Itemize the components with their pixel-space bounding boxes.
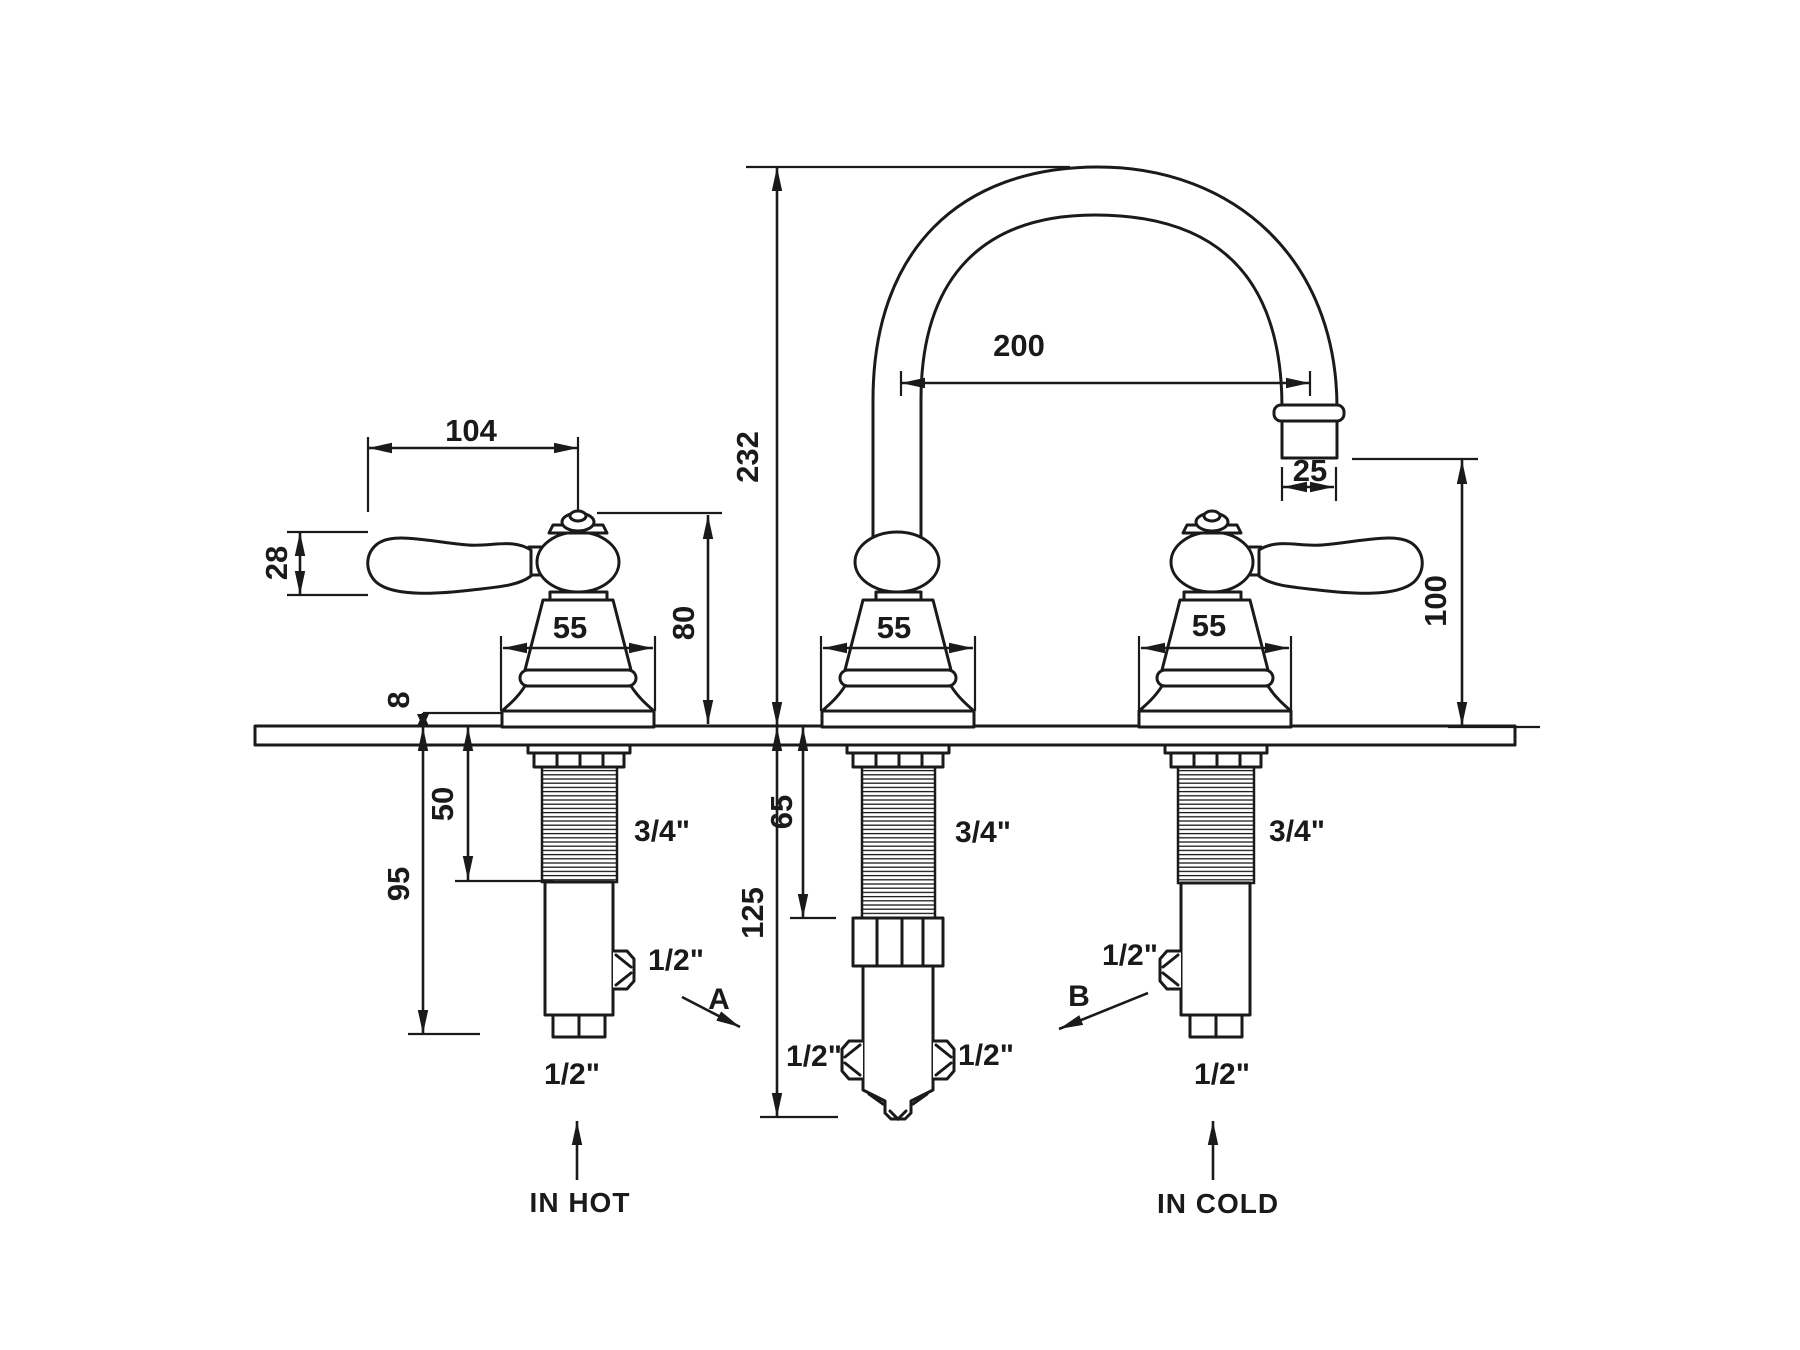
dim-25-extensions — [1280, 467, 1338, 501]
hot-side-port — [613, 949, 636, 991]
dimension-lines — [287, 165, 1540, 1180]
cold-lever — [1257, 536, 1424, 595]
cold-shank-size-label: 3/4" — [1269, 815, 1325, 848]
hot-base-plate — [500, 709, 656, 729]
dim-80-label: 80 — [666, 606, 701, 640]
hot-shank-size-label: 3/4" — [634, 815, 690, 848]
spout-right-port-chamfer — [934, 1043, 953, 1077]
dim-104-label: 104 — [445, 413, 497, 448]
cold-ball-joint — [1169, 530, 1255, 594]
spout-left-port-size-label: 1/2" — [786, 1040, 842, 1073]
dim-28-label: 28 — [259, 546, 294, 580]
hot-threaded-shank — [540, 765, 619, 884]
hot-ball-joint — [535, 530, 621, 594]
cold-side-port — [1158, 949, 1181, 991]
spout-escutcheon-bead — [838, 668, 958, 688]
hot-handle — [366, 509, 656, 729]
dim-55-cold-label: 55 — [1192, 608, 1226, 643]
dim-8-arrow-down — [417, 714, 429, 727]
dim-95-label: 95 — [381, 867, 416, 901]
dim-100-label: 100 — [1418, 575, 1453, 627]
leader-a-arrow — [681, 995, 741, 1029]
spout-aerator-ring — [1272, 403, 1346, 423]
spout-base-plate — [820, 709, 976, 729]
cold-escutcheon-bead — [1155, 668, 1275, 688]
dim-65-label: 65 — [764, 795, 799, 829]
cold-valve-underbody — [1158, 743, 1269, 1039]
dim-8-label: 8 — [381, 691, 416, 708]
cold-base-plate — [1137, 709, 1293, 729]
hot-lever — [366, 536, 533, 595]
hot-escutcheon-flare — [500, 684, 656, 713]
leader-b-arrow — [1058, 991, 1149, 1031]
dim-200-label: 200 — [993, 328, 1045, 363]
cold-side-port-chamfer — [1161, 953, 1180, 987]
spout-bottom-port-chamfer — [867, 1092, 929, 1122]
hot-inlet-label: IN HOT — [530, 1187, 631, 1218]
hot-bottom-hex-lines — [551, 1013, 607, 1039]
dim-50-label: 50 — [425, 787, 460, 821]
hot-locknut-facets — [555, 751, 605, 769]
cold-escutcheon-flare — [1137, 684, 1293, 713]
detail-b-label: B — [1068, 980, 1090, 1013]
dim-25-label: 25 — [1293, 453, 1327, 488]
spout-outlet — [1280, 419, 1339, 460]
dim-232-label: 232 — [730, 431, 765, 483]
spout-right-port — [933, 1039, 956, 1081]
spout-right-port-size-label: 1/2" — [958, 1039, 1014, 1072]
cold-handle — [1137, 509, 1424, 729]
spout-underbody — [840, 743, 956, 1122]
spout-escutcheon-flare — [820, 684, 976, 713]
cold-bottom-port-size-label: 1/2" — [1194, 1058, 1250, 1091]
dim-125-label: 125 — [735, 887, 770, 939]
spout-shank-size-label: 3/4" — [955, 816, 1011, 849]
hot-valve-underbody — [526, 743, 636, 1039]
dim-55-spout-extensions — [819, 636, 977, 711]
dim-55-spout-label: 55 — [877, 610, 911, 645]
connection-labels: 3/4" 3/4" 3/4" 1/2" 1/2" 1/2" 1/2" 1/2" … — [530, 815, 1325, 1219]
mounting-deck — [253, 724, 1517, 747]
hot-bottom-port-size-label: 1/2" — [544, 1058, 600, 1091]
spout-gooseneck — [871, 165, 1339, 547]
spout-threaded-shank — [860, 765, 937, 920]
hot-side-port-chamfer — [614, 953, 633, 987]
cold-locknut-facets — [1192, 751, 1242, 769]
dim-55-hot-label: 55 — [553, 610, 587, 645]
spout-left-port — [840, 1039, 863, 1081]
cold-bottom-hex-lines — [1188, 1013, 1244, 1039]
hot-cap-button — [568, 509, 588, 523]
cold-inlet-label: IN COLD — [1157, 1188, 1279, 1219]
hot-side-port-size-label: 1/2" — [648, 944, 704, 977]
spout-lower-nut-facets — [875, 916, 925, 968]
cold-side-port-size-label: 1/2" — [1102, 939, 1158, 972]
cold-valve-body — [1179, 881, 1252, 1039]
spout-ball-joint — [853, 530, 941, 594]
dim-55-hot-extensions — [499, 636, 657, 711]
spout-locknut-facets — [874, 751, 924, 769]
hot-valve-body — [543, 880, 615, 1039]
dim-100-extensions — [1352, 457, 1540, 729]
cold-cap-button — [1202, 509, 1222, 523]
detail-a-label: A — [708, 983, 730, 1016]
hot-escutcheon-bead — [518, 668, 638, 688]
spout-lower-nut — [851, 916, 945, 968]
dimension-labels: 104 28 55 55 55 80 8 50 95 232 65 125 20… — [259, 328, 1453, 939]
cold-threaded-shank — [1176, 765, 1256, 885]
dim-55-cold-extensions — [1137, 636, 1293, 711]
spout-left-port-chamfer — [843, 1043, 862, 1077]
